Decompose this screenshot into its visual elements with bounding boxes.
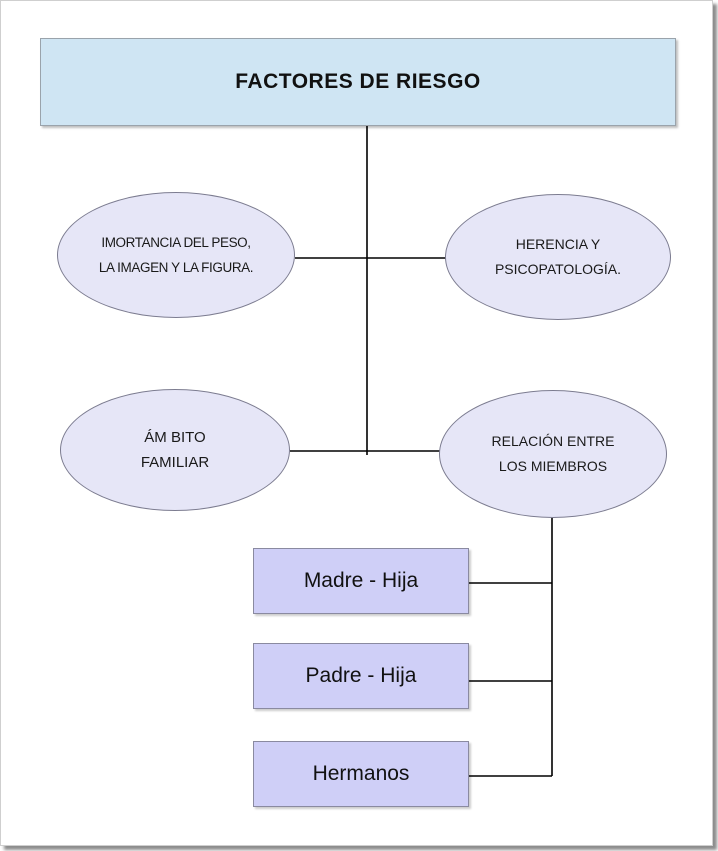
title-text: FACTORES DE RIESGO <box>235 70 481 93</box>
box-padre-hija-label: Padre - Hija <box>305 664 417 687</box>
node-importancia-label: IMORTANCIA DEL PESO, LA IMAGEN Y LA FIGU… <box>98 235 254 275</box>
node-ambito-familiar: ÁM BITO FAMILIAR <box>60 389 290 511</box>
node-importancia-peso: IMORTANCIA DEL PESO, LA IMAGEN Y LA FIGU… <box>57 192 295 318</box>
box-hermanos: Hermanos <box>253 741 469 807</box>
node-ambito-label: ÁM BITO FAMILIAR <box>140 429 210 471</box>
node-herencia-label: HERENCIA Y PSICOPATOLOGÍA. <box>494 236 622 277</box>
node-relacion-miembros: RELACIÓN ENTRE LOS MIEMBROS <box>439 390 667 518</box>
box-madre-hija-label: Madre - Hija <box>303 569 419 592</box>
title-box: FACTORES DE RIESGO <box>40 38 676 126</box>
box-padre-hija: Padre - Hija <box>253 643 469 709</box>
box-hermanos-label: Hermanos <box>312 762 410 785</box>
node-herencia: HERENCIA Y PSICOPATOLOGÍA. <box>445 194 671 320</box>
node-relacion-label: RELACIÓN ENTRE LOS MIEMBROS <box>491 433 615 474</box>
box-madre-hija: Madre - Hija <box>253 548 469 614</box>
